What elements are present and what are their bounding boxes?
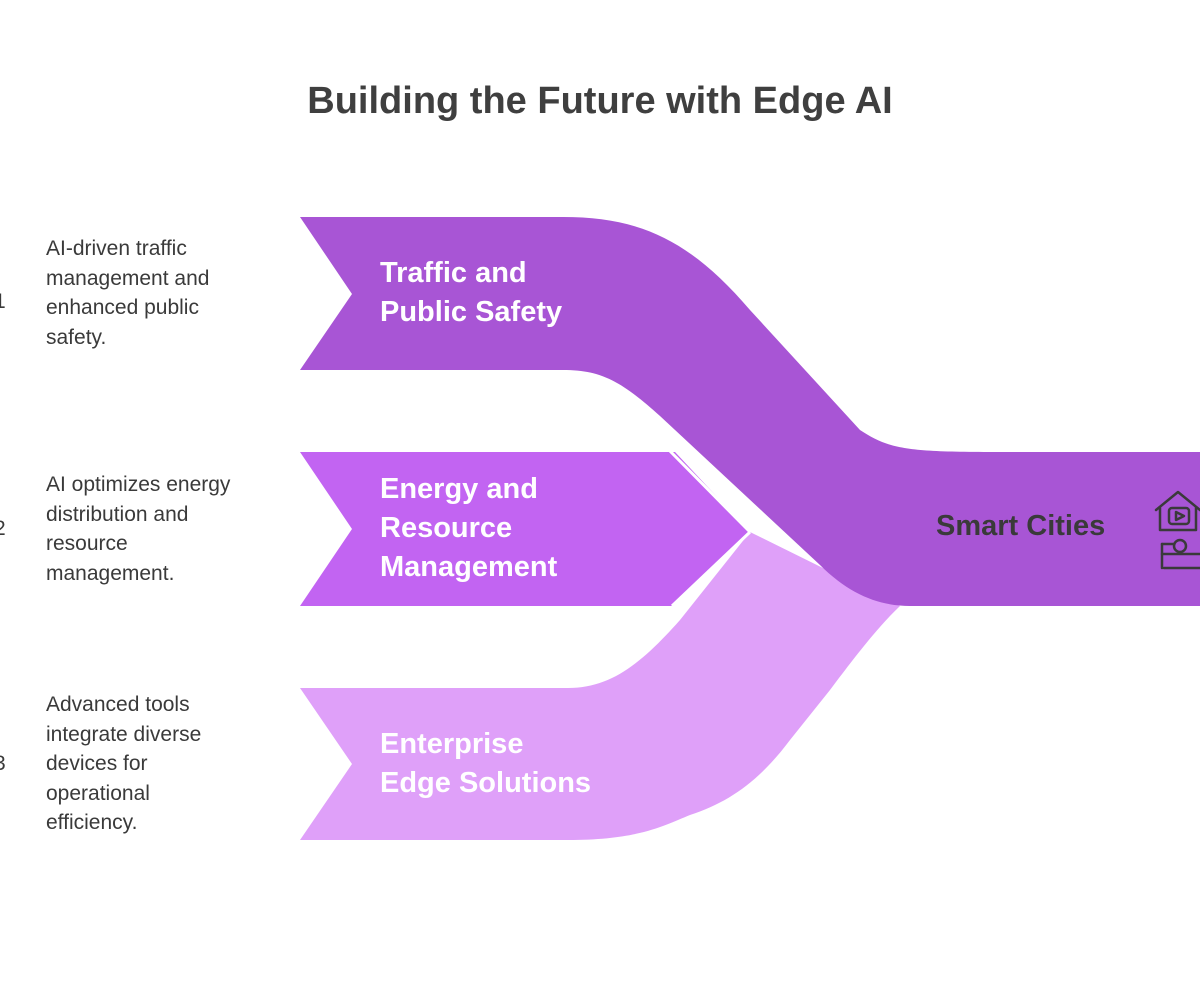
description-traffic: AI-driven traffic management and enhance… (46, 237, 210, 349)
label-traffic-public-safety: Traffic and Public Safety (380, 257, 563, 328)
diagram-title: Building the Future with Edge AI (307, 80, 893, 122)
energy-arrow (300, 452, 750, 606)
enterprise-arrow (300, 532, 900, 840)
description-energy: AI optimizes energy distribution and res… (46, 473, 231, 585)
traffic-to-smart-cities-band (300, 217, 1200, 606)
separator-line (663, 444, 752, 534)
separator-line (670, 530, 752, 608)
label-energy-resource-management: Energy and Resource Management (380, 473, 558, 583)
item-number-3: 3 (0, 752, 6, 776)
item-number-1: 1 (0, 290, 6, 314)
description-enterprise: Advanced tools integrate diverse devices… (46, 693, 202, 834)
item-number-2: 2 (0, 517, 6, 541)
hub-label-smart-cities: Smart Cities (936, 510, 1106, 542)
label-enterprise-edge-solutions: Enterprise Edge Solutions (380, 728, 592, 799)
smart-home-city-icon (1154, 490, 1200, 570)
